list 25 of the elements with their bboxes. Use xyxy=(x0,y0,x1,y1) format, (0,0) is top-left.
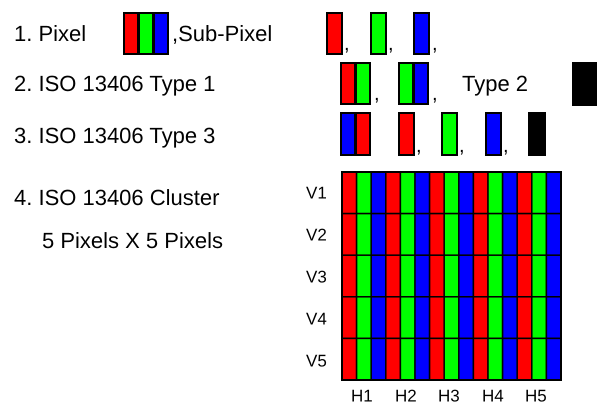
separator-text: , xyxy=(503,136,509,156)
axis-label: H5 xyxy=(525,388,547,404)
caption-text: 2. ISO 13406 Type 1 xyxy=(14,73,216,95)
caption-text: 5 Pixels X 5 Pixels xyxy=(42,230,223,252)
caption-text: ,Sub-Pixel xyxy=(172,23,272,45)
axis-label: H4 xyxy=(482,388,504,404)
separator-text: , xyxy=(388,34,394,54)
caption-text: 3. ISO 13406 Type 3 xyxy=(14,125,216,147)
axis-label: V4 xyxy=(306,310,327,328)
separator-text: , xyxy=(459,136,465,156)
axis-label: V1 xyxy=(306,184,327,202)
separator-text: , xyxy=(344,34,350,54)
axis-label: H2 xyxy=(395,388,417,404)
separator-text: , xyxy=(432,34,438,54)
axis-label: V3 xyxy=(306,268,327,286)
separator-text: , xyxy=(416,136,422,156)
caption-text: 4. ISO 13406 Cluster xyxy=(14,187,220,209)
separator-text: , xyxy=(374,84,380,104)
axis-label: V2 xyxy=(306,226,327,244)
axis-label: H1 xyxy=(351,388,373,404)
caption-text: Type 2 xyxy=(462,73,528,95)
axis-label: V5 xyxy=(306,352,327,370)
separator-text: , xyxy=(432,84,438,104)
axis-label: H3 xyxy=(438,388,460,404)
caption-text: 1. Pixel xyxy=(14,23,86,45)
